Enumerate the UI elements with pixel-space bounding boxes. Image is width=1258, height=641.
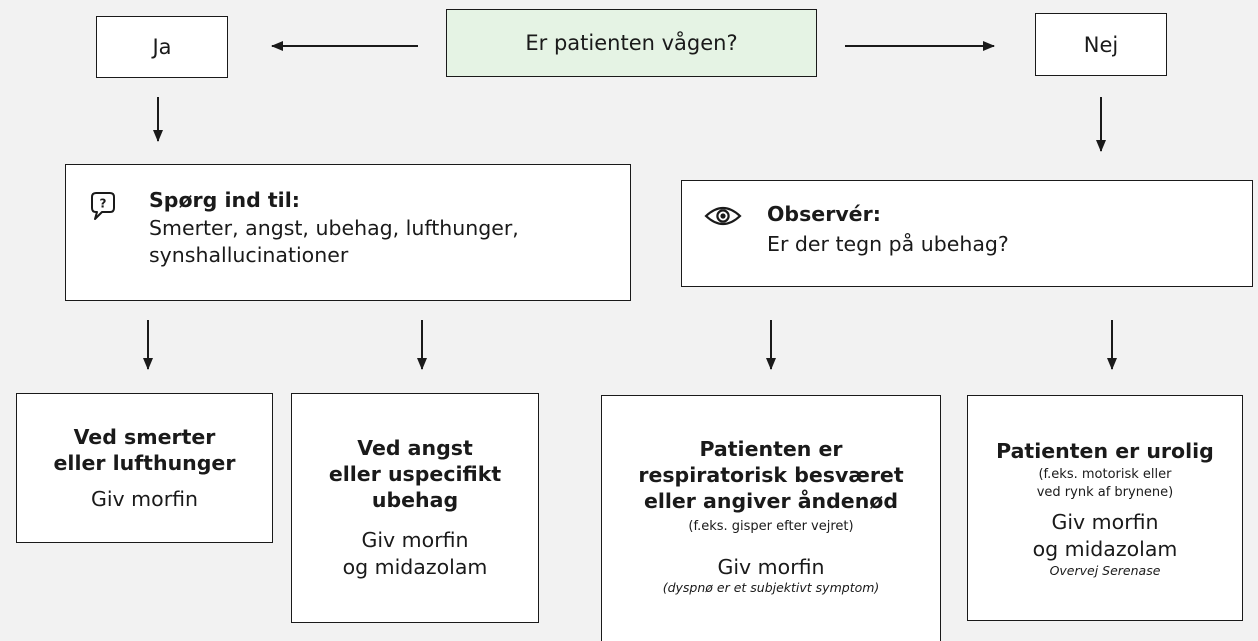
no-box: Nej [1035, 13, 1167, 76]
outcome-1-title-line-1: Ved smerter [73, 424, 216, 449]
outcome-box-1: Ved smerter eller lufthunger Giv morfin [16, 393, 273, 543]
svg-text:?: ? [100, 197, 107, 211]
outcome-box-4: Patienten er urolig (f.eks. motorisk ell… [967, 395, 1243, 621]
ask-title: Spørg ind til: [149, 188, 300, 212]
question-text: Er patienten vågen? [525, 31, 738, 55]
outcome-2-action-line-2: og midazolam [342, 555, 488, 580]
outcome-3-title-line-2: respiratorisk besværet [638, 462, 904, 487]
outcome-2-title-line-3: ubehag [371, 488, 459, 513]
yes-box: Ja [96, 16, 228, 78]
outcome-4-title: Patienten er urolig [996, 439, 1214, 464]
outcome-2-title-line-2: eller uspecifikt [328, 462, 502, 487]
outcome-3-title-line-1: Patienten er [699, 436, 843, 461]
ask-line-2: synshallucinationer [149, 242, 349, 267]
outcome-1-title-line-2: eller lufthunger [53, 450, 236, 475]
outcome-1-action: Giv morfin [90, 486, 199, 511]
ask-box: ? Spørg ind til: Smerter, angst, ubehag,… [65, 164, 631, 301]
outcome-3-title-line-3: eller angiver åndenød [643, 488, 899, 513]
yes-label: Ja [152, 35, 172, 59]
outcome-box-3: Patienten er respiratorisk besværet elle… [601, 395, 941, 641]
observe-text: Er der tegn på ubehag? [767, 232, 1009, 257]
ask-line-1: Smerter, angst, ubehag, lufthunger, [149, 216, 519, 241]
outcome-4-action-line-2: og midazolam [1032, 537, 1178, 562]
outcome-4-example-line-1: (f.eks. motorisk eller [1038, 467, 1172, 483]
speech-bubble-question-icon: ? [90, 191, 116, 225]
outcome-2-action-line-1: Giv morfin [361, 528, 469, 553]
outcome-4-note: Overvej Serenase [1049, 562, 1161, 578]
outcome-box-2: Ved angst eller uspecifikt ubehag Giv mo… [291, 393, 539, 623]
question-box: Er patienten vågen? [446, 9, 817, 77]
outcome-3-note: (dyspnø er et subjektivt symptom) [662, 580, 880, 596]
outcome-3-example: (f.eks. gisper efter vejret) [688, 518, 854, 534]
no-label: Nej [1083, 32, 1119, 57]
observe-box: Observér: Er der tegn på ubehag? [681, 180, 1253, 287]
outcome-3-action: Giv morfin [717, 554, 825, 579]
outcome-4-example-line-2: ved rynk af brynene) [1036, 484, 1174, 500]
outcome-2-title-line-1: Ved angst [357, 436, 473, 461]
eye-icon [704, 205, 742, 231]
observe-title: Observér: [767, 202, 881, 226]
outcome-4-action-line-1: Giv morfin [1051, 510, 1159, 535]
